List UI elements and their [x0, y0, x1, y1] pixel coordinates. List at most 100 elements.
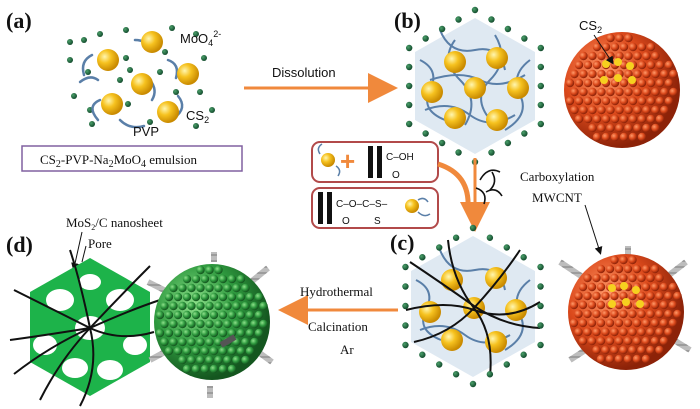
texture-dot [610, 132, 620, 142]
texture-dot [218, 310, 228, 320]
texture-dot [651, 105, 660, 115]
texture-dot [405, 101, 413, 109]
texture-dot [583, 273, 592, 283]
texture-dot [205, 355, 214, 365]
nanotube-bar [377, 146, 382, 178]
label-cs2: CS2 [186, 108, 209, 125]
texture-dot [241, 301, 250, 311]
panel-label-a: (a) [6, 8, 32, 33]
texture-dot [438, 25, 446, 33]
texture-dot [67, 39, 73, 45]
texture-dot [637, 78, 647, 88]
texture-dot [223, 355, 232, 365]
cs2-core-dot [622, 298, 630, 306]
texture-dot [218, 292, 228, 302]
texture-dot [637, 309, 646, 319]
texture-dot [182, 310, 192, 320]
pore-pointer [81, 245, 87, 263]
texture-dot [245, 346, 255, 356]
texture-dot [623, 354, 633, 364]
texture-dot [405, 120, 413, 128]
texture-dot [218, 274, 228, 284]
texture-dot [596, 318, 606, 328]
texture-dot [182, 292, 192, 302]
embedded-nanotube [219, 334, 237, 348]
texture-dot [660, 105, 669, 115]
texture-dot [596, 282, 606, 292]
reaction-box-bottom: C–O–C–S– O S [311, 187, 439, 229]
texture-dot [588, 123, 597, 133]
ester-oxygen: O [342, 216, 350, 227]
texture-dot [223, 283, 232, 293]
cs2-droplet [97, 49, 119, 71]
texture-dot [592, 96, 602, 106]
texture-dot [574, 78, 584, 88]
texture-dot [574, 60, 584, 70]
texture-dot [537, 63, 545, 71]
texture-dot [223, 301, 232, 311]
texture-dot [81, 37, 87, 43]
texture-dot [214, 283, 223, 293]
cs2-core-dot [600, 76, 608, 84]
texture-dot [592, 345, 601, 355]
texture-dot [178, 337, 187, 347]
texture-dot [200, 328, 210, 338]
texture-dot [178, 301, 187, 311]
texture-dot [537, 82, 545, 90]
texture-dot [227, 310, 237, 320]
texture-dot [655, 60, 665, 70]
texture-dot [205, 301, 214, 311]
texture-dot [623, 264, 633, 274]
mwcnt-squiggles [475, 169, 503, 205]
texture-dot [615, 105, 624, 115]
texture-dot [402, 322, 409, 329]
texture-dot [164, 292, 174, 302]
texture-dot [537, 101, 545, 109]
texture-dot [227, 346, 237, 356]
texture-dot [503, 361, 510, 368]
texture-dot [191, 310, 201, 320]
texture-dot [615, 33, 624, 43]
texture-dot [650, 336, 660, 346]
texture-dot [664, 78, 674, 88]
texture-dot [452, 234, 460, 241]
cs2-droplet [486, 47, 508, 69]
texture-dot [655, 96, 665, 106]
texture-dot [169, 283, 178, 293]
cs2-droplet [486, 109, 508, 131]
plus-sign: + [340, 146, 355, 176]
texture-dot [197, 89, 203, 95]
texture-dot [628, 96, 638, 106]
texture-dot [227, 274, 237, 284]
texture-dot [173, 89, 179, 95]
sphere-texture [565, 33, 678, 142]
cs2-droplet [441, 329, 463, 351]
texture-dot [191, 364, 201, 374]
texture-dot [624, 87, 633, 97]
texture-dot [187, 283, 196, 293]
cs2-droplet [101, 93, 123, 115]
texture-dot [209, 364, 219, 374]
texture-dot [169, 301, 178, 311]
texture-dot [655, 78, 665, 88]
texture-dot [583, 114, 593, 124]
texture-dot [232, 283, 241, 293]
texture-dot [637, 291, 646, 301]
texture-dot [436, 361, 443, 368]
texture-dot [173, 292, 183, 302]
texture-dot [601, 96, 611, 106]
texture-dot [455, 149, 462, 156]
texture-dot [592, 78, 602, 88]
texture-dot [664, 327, 673, 337]
texture-dot [173, 310, 183, 320]
texture-dot [610, 345, 619, 355]
panel-label-d: (d) [6, 232, 33, 257]
texture-dot [646, 60, 656, 70]
texture-dot [610, 291, 619, 301]
texture-dot [486, 234, 494, 241]
texture-dot [628, 345, 637, 355]
texture-dot [160, 319, 169, 329]
texture-dot [67, 57, 73, 63]
cs2-core-dot [636, 300, 644, 308]
texture-dot [236, 292, 246, 302]
